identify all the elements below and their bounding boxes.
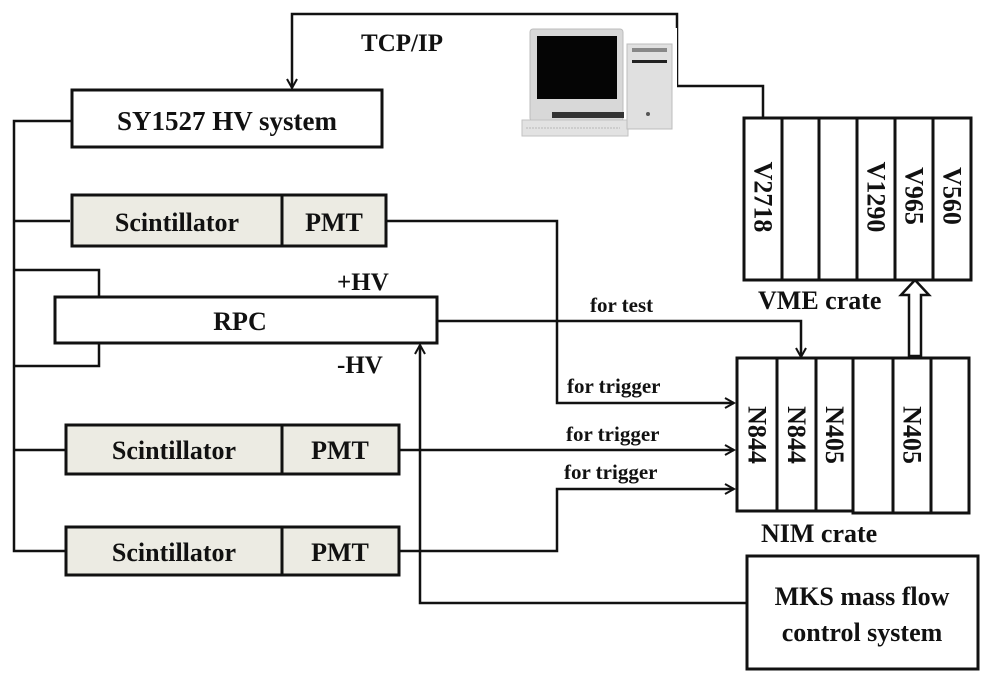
vme-crate-label: VME crate — [758, 286, 881, 315]
rpc-detector: RPC — [53, 295, 439, 345]
desktop-computer-icon — [520, 28, 677, 140]
rpc-test-link — [437, 319, 801, 357]
module-label: N844 — [782, 406, 811, 464]
nim-crate: N844 N844 N405 N405 — [735, 356, 971, 515]
scintillator-label: Scintillator — [112, 436, 236, 465]
mks-mass-flow-control: MKS mass flow control system — [745, 554, 980, 671]
nim-crate-slot — [929, 356, 971, 515]
computer-vme-link — [677, 84, 765, 118]
nim-crate-slot — [814, 356, 855, 513]
vme-crate-slot — [931, 116, 973, 282]
rpc-label: RPC — [213, 307, 266, 336]
nim-crate-label: NIM crate — [761, 519, 877, 548]
pmt3-trigger-link — [399, 489, 734, 553]
module-label: V2718 — [749, 162, 778, 233]
hv-system-label: SY1527 HV system — [117, 106, 338, 136]
pmt1-trigger-link — [386, 219, 734, 403]
for-test-label: for test — [590, 293, 653, 317]
module-label: N405 — [820, 406, 849, 464]
for-trigger-label-3: for trigger — [564, 460, 657, 484]
hv-plus-to-rpc — [14, 268, 101, 297]
scintillator-pmt-2: Scintillator PMT — [64, 423, 401, 476]
tcp-ip-label: TCP/IP — [361, 30, 443, 57]
vme-crate: V2718 V1290 V965 V560 — [742, 116, 973, 282]
module-label: V560 — [938, 167, 967, 225]
vme-crate-slot — [742, 116, 784, 282]
vme-crate-slot — [780, 116, 821, 282]
pmt-label: PMT — [305, 208, 363, 237]
hv-bus — [12, 119, 72, 553]
for-trigger-label-1: for trigger — [567, 374, 660, 398]
pmt-label: PMT — [311, 436, 369, 465]
pmt-label: PMT — [311, 538, 369, 567]
gas-flow-link — [420, 345, 747, 605]
scintillator-pmt-1: Scintillator PMT — [70, 193, 388, 248]
mks-label-line2: control system — [782, 618, 943, 647]
hv-minus-to-rpc — [14, 343, 101, 368]
module-label: V965 — [900, 167, 929, 225]
vme-crate-slot — [855, 116, 897, 282]
scintillator-label: Scintillator — [112, 538, 236, 567]
hv-system: SY1527 HV system — [70, 88, 384, 149]
module-label: N405 — [898, 406, 927, 464]
scintillator-pmt-3: Scintillator PMT — [64, 525, 401, 577]
nim-crate-slot — [891, 356, 933, 515]
scintillator-label: Scintillator — [115, 208, 239, 237]
mks-label-line1: MKS mass flow — [775, 582, 950, 611]
module-label: N844 — [743, 406, 772, 464]
plus-hv-label: +HV — [337, 269, 389, 296]
module-label: V1290 — [862, 162, 891, 233]
nim-to-vme-arrow — [898, 278, 932, 358]
for-trigger-label-2: for trigger — [566, 422, 659, 446]
minus-hv-label: -HV — [337, 352, 383, 379]
nim-crate-slot — [851, 356, 895, 515]
vme-crate-slot — [817, 116, 859, 282]
